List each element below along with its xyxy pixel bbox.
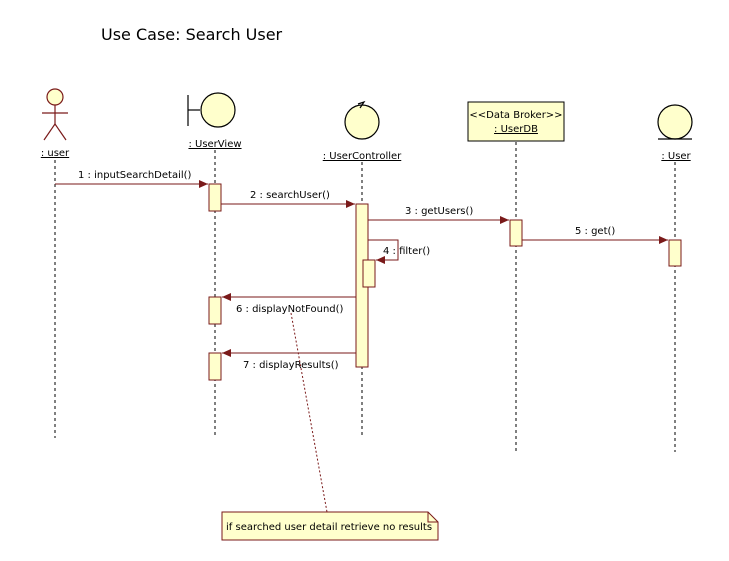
message-7[interactable]: 7 : displayResults() — [222, 349, 356, 371]
userdb-box — [467, 101, 565, 142]
message-label: 5 : get() — [575, 226, 615, 237]
lifeline-label-userdb: : UserDB — [494, 124, 538, 135]
lifeline-label-usernode: : User — [661, 151, 691, 162]
control-icon — [344, 100, 380, 140]
databroker-userdb[interactable]: <<Data Broker>> : UserDB — [467, 101, 565, 142]
note-box — [221, 511, 439, 541]
note-text: if searched user detail retrieve no resu… — [226, 522, 432, 533]
message-label: 3 : getUsers() — [405, 206, 473, 217]
actor-user[interactable]: : user — [41, 88, 70, 159]
activation-userview-1 — [208, 183, 222, 212]
control-usercontroller[interactable]: : UserController — [323, 100, 402, 162]
message-5[interactable]: 5 : get() — [522, 226, 668, 244]
message-label: 6 : displayNotFound() — [236, 304, 344, 315]
userdb-stereotype: <<Data Broker>> — [469, 110, 562, 121]
activation-userview-2 — [208, 296, 222, 325]
entity-icon — [657, 104, 693, 140]
note-fold-icon — [427, 512, 438, 523]
activation-usercontroller-filter — [362, 259, 376, 288]
note[interactable]: if searched user detail retrieve no resu… — [221, 312, 439, 541]
activation-usernode — [668, 239, 682, 267]
message-6[interactable]: 6 : displayNotFound() — [222, 293, 356, 315]
message-arrow — [368, 239, 399, 264]
note-anchor-line — [290, 312, 328, 513]
boundary-icon — [187, 92, 236, 128]
message-4[interactable]: 4 : filter() — [368, 239, 430, 264]
message-label: 4 : filter() — [383, 246, 430, 257]
entity-user[interactable]: : User — [657, 104, 693, 162]
message-3[interactable]: 3 : getUsers() — [368, 206, 509, 224]
activation-userview-3 — [208, 352, 222, 381]
message-2[interactable]: 2 : searchUser() — [221, 190, 355, 208]
boundary-userview[interactable]: : UserView — [187, 92, 242, 150]
diagram-title: Use Case: Search User — [101, 25, 283, 44]
message-label: 2 : searchUser() — [250, 190, 330, 201]
message-1[interactable]: 1 : inputSearchDetail() — [55, 170, 208, 188]
lifeline-label-user: : user — [41, 148, 70, 159]
message-label: 7 : displayResults() — [243, 360, 339, 371]
message-label: 1 : inputSearchDetail() — [78, 170, 192, 181]
lifeline-label-usercontroller: : UserController — [323, 151, 402, 162]
activation-userdb — [509, 219, 523, 247]
lifeline-label-userview: : UserView — [188, 139, 241, 150]
stick-figure-icon — [42, 88, 68, 141]
